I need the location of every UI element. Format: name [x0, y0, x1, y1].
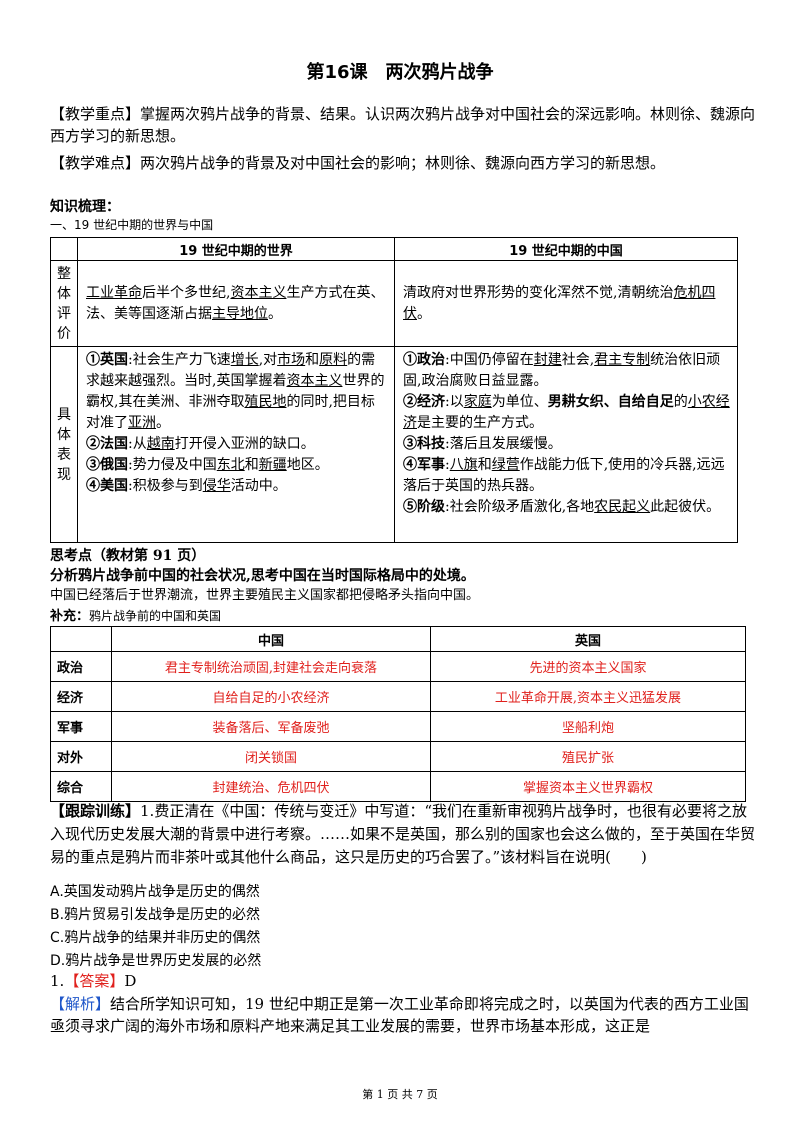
table-row: 经济 自给自足的小农经济 工业革命开展,资本主义迅猛发展: [50, 681, 746, 712]
china-uk-table: 中国 英国 政治 君主专制统治顽固,封建社会走向衰落 先进的资本主义国家 经济 …: [50, 626, 746, 802]
supplement-line: 补充：鸦片战争前的中国和英国: [50, 605, 760, 628]
difficulty-text: 两次鸦片战争的背景及对中国社会的影响；林则徐、魏源向西方学习的新思想。: [140, 154, 666, 172]
china-politics: ①政治:中国仍停留在封建社会,君主专制统治依旧顽固,政治腐败日益显露。: [403, 352, 721, 389]
analysis-text: 结合所学知识可知，19 世纪中期正是第一次工业革命即将完成之时，以英国为代表的西…: [50, 995, 749, 1035]
table-row: 军事 装备落后、军备废弛 坚船利炮: [50, 711, 746, 742]
details-world-cell: ①英国:社会生产力飞速增长,对市场和原料的需求越来越强烈。当时,英国掌握着资本主…: [77, 346, 395, 543]
corner-cell: [50, 237, 78, 261]
world-fr: ②法国:从越南打开侵入亚洲的缺口。: [86, 436, 315, 452]
training-text: 1.费正清在《中国：传统与变迁》中写道：“我们在重新审视鸦片战争时，也很有必要将…: [50, 802, 756, 866]
think-question: 分析鸦片战争前中国的社会状况,思考中国在当时国际格局中的处境。: [50, 568, 475, 584]
knowledge-heading: 知识梳理：: [50, 199, 120, 215]
col-header-china-2: 中国: [111, 626, 431, 652]
teaching-focus: 【教学重点】掌握两次鸦片战争的背景、结果。认识两次鸦片战争对中国社会的深远影响。…: [50, 103, 760, 147]
page-title: 第16课 两次鸦片战争: [306, 62, 494, 83]
china-military: ④军事:八旗和绿营作战能力低下,使用的冷兵器,远远落后于英国的热兵器。: [403, 457, 725, 494]
teaching-difficulty: 【教学难点】两次鸦片战争的背景及对中国社会的影响；林则徐、魏源向西方学习的新思想…: [50, 152, 760, 174]
option-a: A.英国发动鸦片战争是历史的偶然: [50, 884, 260, 900]
difficulty-label: 【教学难点】: [50, 154, 141, 172]
col-header-china: 19 世纪中期的中国: [394, 237, 738, 261]
row-label-overall: 整体评价: [50, 260, 78, 347]
analysis-label: 【解析】: [50, 995, 111, 1013]
world-ru: ③俄国:势力侵及中国东北和新疆地区。: [86, 457, 329, 473]
table-row: 政治 君主专制统治顽固,封建社会走向衰落 先进的资本主义国家: [50, 651, 746, 682]
supplement-label: 补充：: [50, 609, 90, 624]
answer-value: D: [124, 972, 137, 990]
option-b: B.鸦片贸易引发战争是历史的必然: [50, 907, 261, 923]
section-heading: 一、19 世纪中期的世界与中国: [50, 218, 214, 232]
page-footer: 第 1 页 共 7 页: [362, 1088, 438, 1101]
row-label-details: 具体表现: [50, 346, 78, 543]
supplement-text: 鸦片战争前的中国和英国: [89, 609, 222, 623]
think-answer: 中国已经落后于世界潮流，世界主要殖民主义国家都把侵略矛头指向中国。: [50, 588, 480, 603]
world-uk: ①英国:社会生产力飞速增长,对市场和原料的需求越来越强烈。当时,英国掌握着资本主…: [86, 352, 385, 431]
table-row: 对外 闭关锁国 殖民扩张: [50, 741, 746, 772]
world-us: ④美国:积极参与到侵华活动中。: [86, 478, 287, 494]
corner-cell-2: [50, 626, 112, 652]
overall-world-cell: 工业革命后半个多世纪,资本主义生产方式在英、法、美等国逐渐占据主导地位。: [77, 260, 395, 347]
china-tech: ③科技:落后且发展缓慢。: [403, 436, 562, 452]
training-label: 【跟踪训练】: [50, 802, 141, 820]
focus-text: 掌握两次鸦片战争的背景、结果。认识两次鸦片战争对中国社会的深远影响。林则徐、魏源…: [50, 105, 756, 145]
focus-label: 【教学重点】: [50, 105, 141, 123]
world-china-table: 19 世纪中期的世界 19 世纪中期的中国 整体评价 工业革命后半个多世纪,资本…: [50, 237, 738, 543]
table-row: 综合 封建统治、危机四伏 掌握资本主义世界霸权: [50, 771, 746, 802]
analysis: 【解析】结合所学知识可知，19 世纪中期正是第一次工业革命即将完成之时，以英国为…: [50, 993, 760, 1037]
answer-label: 【答案】: [64, 972, 125, 990]
option-c: C.鸦片战争的结果并非历史的偶然: [50, 930, 261, 946]
col-header-world: 19 世纪中期的世界: [77, 237, 395, 261]
overall-china-cell: 清政府对世界形势的变化浑然不觉,清朝统治危机四伏。: [394, 260, 738, 347]
col-header-uk: 英国: [430, 626, 746, 652]
china-economy: ②经济:以家庭为单位、男耕女织、自给自足的小农经济是主要的生产方式。: [403, 394, 730, 431]
details-china-cell: ①政治:中国仍停留在封建社会,君主专制统治依旧顽固,政治腐败日益显露。 ②经济:…: [394, 346, 738, 543]
training-question: 【跟踪训练】1.费正清在《中国：传统与变迁》中写道：“我们在重新审视鸦片战争时，…: [50, 800, 760, 869]
think-heading: 思考点（教材第 91 页）: [50, 548, 206, 564]
answer-line: 1.【答案】D: [50, 972, 137, 990]
china-class: ⑤阶级:社会阶级矛盾激化,各地农民起义此起彼伏。: [403, 499, 721, 515]
option-d: D.鸦片战争是世界历史发展的必然: [50, 953, 262, 969]
